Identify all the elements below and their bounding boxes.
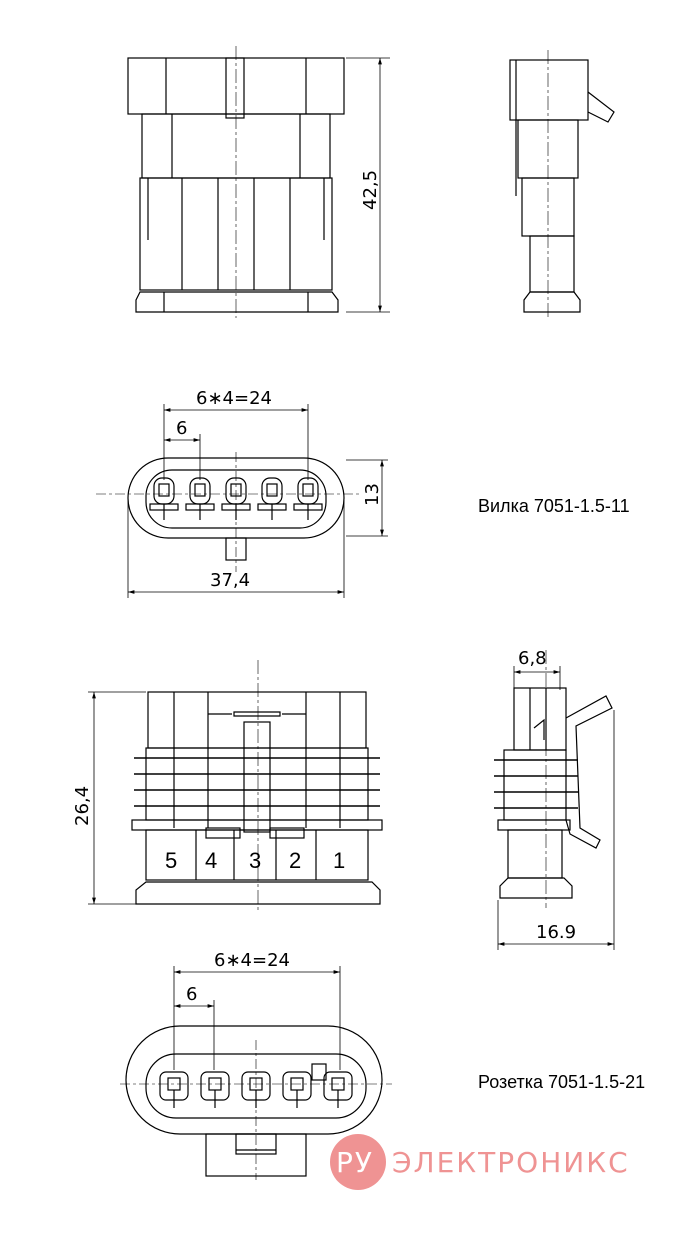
socket-caption: Розетка 7051-1.5-21 bbox=[478, 1072, 646, 1092]
plug-pin-cavity bbox=[257, 477, 287, 520]
plug-face-height-dimension: 13 bbox=[362, 483, 383, 506]
socket-pin-number: 1 bbox=[333, 848, 345, 873]
socket-pitch-dimension: 6 bbox=[186, 984, 197, 1005]
socket-height-dimension: 26,4 bbox=[72, 786, 93, 826]
socket-contact-cavity bbox=[323, 1071, 353, 1108]
watermark-badge: РУ bbox=[336, 1146, 374, 1179]
socket-pin-number: 4 bbox=[205, 848, 217, 873]
plug-width-dimension: 37,4 bbox=[210, 570, 250, 591]
plug-pin-cavity bbox=[221, 477, 251, 520]
plug-front-view bbox=[127, 46, 390, 318]
socket-contact-cavity bbox=[282, 1071, 312, 1108]
socket-contact-cavity bbox=[200, 1071, 230, 1108]
watermark-logo: РУ ЭЛЕКТРОНИКС bbox=[330, 1134, 630, 1190]
socket-contact-cavity bbox=[159, 1071, 189, 1108]
plug-pitch-dimension: 6 bbox=[176, 418, 187, 439]
socket-face-view bbox=[120, 966, 392, 1180]
socket-side-bottom-dimension: 16.9 bbox=[536, 922, 576, 943]
plug-side-view bbox=[509, 50, 615, 318]
plug-pitch-total-dimension: 6∗4=24 bbox=[196, 388, 272, 409]
socket-pitch-total-dimension: 6∗4=24 bbox=[214, 950, 290, 971]
socket-pin-number: 5 bbox=[165, 848, 177, 873]
socket-side-view bbox=[494, 650, 615, 950]
socket-side-top-dimension: 6,8 bbox=[518, 648, 547, 669]
socket-pin-number: 2 bbox=[289, 848, 301, 873]
watermark-text: ЭЛЕКТРОНИКС bbox=[392, 1146, 630, 1179]
plug-pin-cavity bbox=[185, 477, 215, 520]
plug-height-dimension: 42,5 bbox=[360, 170, 381, 210]
plug-caption: Вилка 7051-1.5-11 bbox=[478, 496, 630, 516]
plug-pin-cavity bbox=[149, 477, 179, 520]
plug-face-view bbox=[96, 404, 388, 598]
socket-contact-cavity bbox=[241, 1071, 271, 1108]
socket-pin-numbers: 5 4 3 2 1 bbox=[165, 848, 345, 873]
socket-front-view bbox=[88, 660, 383, 910]
socket-pin-number: 3 bbox=[249, 848, 261, 873]
plug-pin-cavity bbox=[293, 477, 323, 520]
